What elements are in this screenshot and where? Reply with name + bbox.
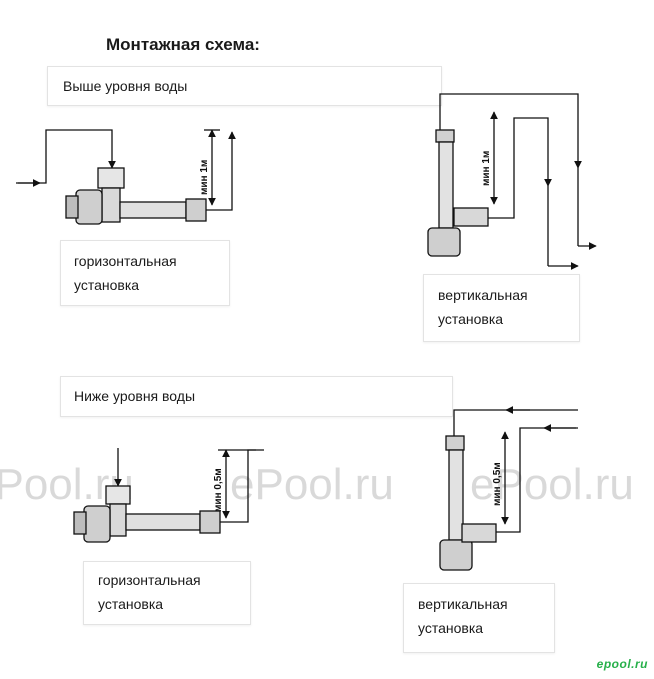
below-water-label: Ниже уровня воды	[74, 388, 196, 404]
above-horizontal-caption-box: горизонтальная установка	[60, 240, 230, 306]
below-horizontal-diagram	[73, 448, 264, 543]
below-horizontal-caption: горизонтальная установка	[98, 572, 201, 612]
below-vertical-inlet-pipe	[496, 427, 578, 533]
page-title: Монтажная схема:	[106, 35, 260, 54]
above-horizontal-dim-label: мин 1м	[199, 160, 210, 195]
above-vertical-inlet-pipe	[488, 117, 552, 219]
above-vertical-dim-label: мин 1м	[481, 151, 492, 186]
below-vertical-diagram	[439, 406, 578, 571]
above-vertical-caption-box: вертикальная установка	[423, 274, 580, 342]
above-vertical-control-unit	[427, 227, 461, 257]
above-horizontal-diagram	[16, 129, 236, 225]
epool-logo: epool.ru	[596, 657, 648, 671]
below-vertical-caption-box: вертикальная установка	[403, 583, 555, 653]
below-water-box: Ниже уровня воды	[60, 376, 453, 417]
above-vertical-top-pipe	[439, 93, 582, 169]
below-horizontal-dim-label: мин 0,5м	[213, 468, 224, 512]
watermark-2: ePool.ru	[230, 460, 394, 509]
above-vertical-diagram	[427, 93, 597, 270]
below-horizontal-caption-box: горизонтальная установка	[83, 561, 251, 625]
above-vertical-caption: вертикальная установка	[438, 287, 528, 327]
above-horizontal-outlet-pipe	[206, 131, 236, 211]
below-vertical-dim-label: мин 0,5м	[492, 462, 503, 506]
below-vertical-top-pipe	[453, 409, 578, 436]
above-horizontal-control-unit	[75, 189, 103, 225]
above-vertical-tube	[438, 141, 454, 229]
above-horizontal-caption: горизонтальная установка	[74, 253, 177, 293]
above-horizontal-flange	[97, 167, 125, 189]
below-horizontal-control-unit	[83, 505, 111, 543]
below-horizontal-tube	[125, 513, 201, 531]
below-vertical-control-unit	[439, 539, 473, 571]
above-water-box: Выше уровня воды	[47, 66, 442, 106]
below-vertical-tube	[448, 449, 464, 541]
watermark-3: ePool.ru	[470, 460, 634, 509]
above-water-label: Выше уровня воды	[63, 78, 188, 94]
above-horizontal-tube	[119, 201, 187, 219]
below-vertical-caption: вертикальная установка	[418, 596, 508, 636]
